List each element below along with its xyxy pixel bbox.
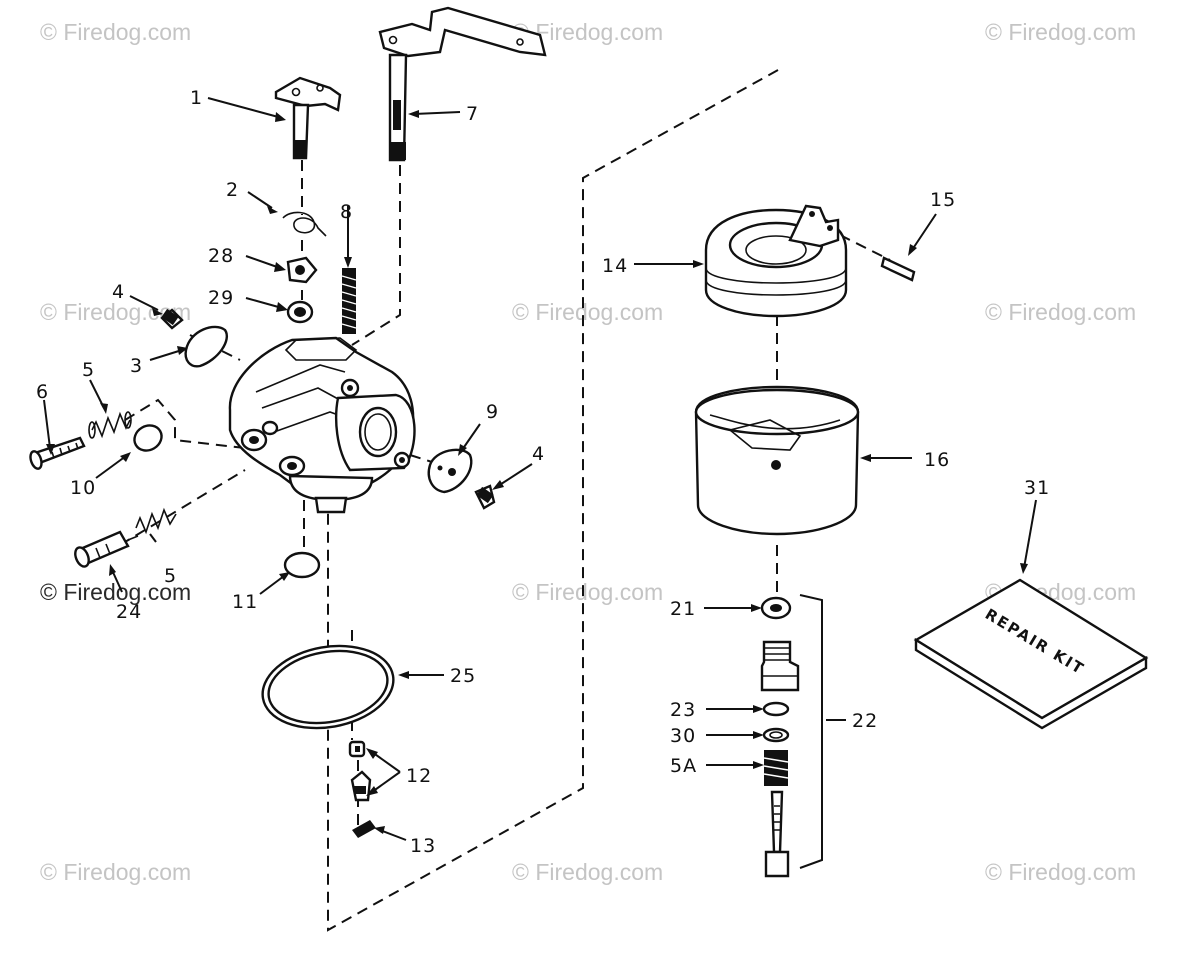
part-float [704,204,848,318]
centerline-idle [124,398,263,451]
part-needle-spring [135,507,177,535]
part-choke-spring [282,211,327,237]
part-number-13: 13 [410,835,436,857]
part-number-21: 21 [670,598,696,620]
part-seal [286,300,314,324]
part-number-28: 28 [208,245,234,267]
part-number-12: 12 [406,765,432,787]
watermark: © Firedog.com [512,299,663,325]
part-number-23: 23 [670,699,696,721]
part-washer [133,424,163,452]
part-number-25: 25 [450,665,476,687]
part-welch-plug [283,551,321,579]
part-number-14: 14 [602,255,628,277]
part-numbers: 1 2 28 29 4 3 5 6 10 5 24 11 8 7 9 4 25 … [36,87,1050,857]
part-number-8: 8 [340,201,353,223]
part-hinge-pin [880,256,916,282]
centerline-shaft-plate [409,454,433,463]
part-number-22: 22 [852,710,878,732]
part-number-1: 1 [190,87,203,109]
part-number-4: 4 [112,281,125,303]
part-needle-valve [74,530,139,568]
centerline-needle [119,469,246,546]
watermark: © Firedog.com [512,579,663,605]
part-o-ring [762,701,790,717]
part-fiber-washer [760,596,792,620]
part-bowl-gasket [261,644,395,730]
watermark-layer: © Firedog.com © Firedog.com © Firedog.co… [40,19,1136,885]
watermark: © Firedog.com [40,579,191,605]
part-adjust-needle [764,790,790,878]
part-repair-kit: REPAIR KIT [913,578,1149,730]
part-carburetor-body [228,336,416,514]
part-number-30: 30 [670,725,696,747]
part-choke-plate [184,325,228,368]
watermark: © Firedog.com [512,859,663,885]
part-throttle-shaft [378,6,547,162]
centerline-pin [839,234,891,261]
part-float-bowl [694,385,860,536]
part-inlet-needle [348,740,372,802]
assembly-boundary [327,69,779,932]
watermark: © Firedog.com [985,859,1136,885]
part-number-3: 3 [130,355,143,377]
part-number-4: 4 [532,443,545,465]
watermark: © Firedog.com [40,859,191,885]
part-adjust-spring [763,750,789,786]
part-number-9: 9 [486,401,499,423]
part-number-15: 15 [930,189,956,211]
watermark: © Firedog.com [40,19,191,45]
part-number-5: 5 [82,359,95,381]
part-throttle-spring [341,268,357,334]
part-screw [474,484,496,510]
part-number-5a: 5A [670,755,697,777]
bracket-22 [799,594,823,869]
part-detent [286,256,318,284]
part-number-5: 5 [164,565,177,587]
part-screw [160,308,184,330]
centerline-throttle [351,165,401,346]
part-number-29: 29 [208,287,234,309]
watermark: © Firedog.com [985,299,1136,325]
part-number-31: 31 [1024,477,1050,499]
part-number-6: 6 [36,381,49,403]
part-float-pin [352,820,376,838]
part-idle-spring [88,411,132,439]
part-bowl-nut [760,640,800,692]
part-number-24: 24 [116,601,142,623]
part-idle-screw [29,436,86,470]
leader-lines [43,97,1037,841]
part-number-16: 16 [924,449,950,471]
part-number-10: 10 [70,477,96,499]
part-choke-shaft [274,76,342,160]
part-number-7: 7 [466,103,479,125]
part-number-11: 11 [232,591,258,613]
part-throttle-plate [427,448,473,494]
part-number-2: 2 [226,179,239,201]
watermark: © Firedog.com [985,19,1136,45]
part-o-ring [762,727,790,743]
